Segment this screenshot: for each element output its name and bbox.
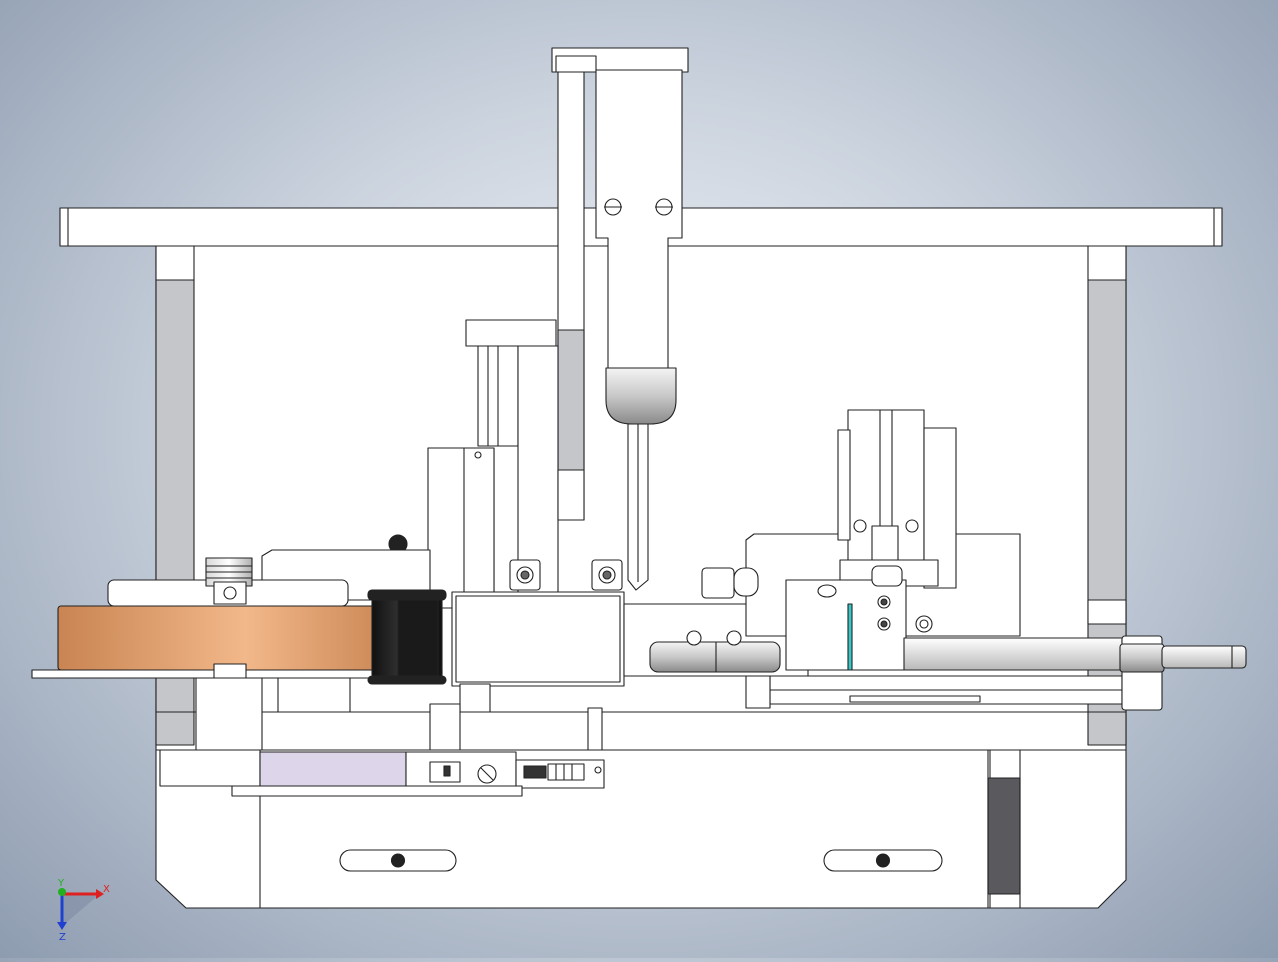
air-cylinder-barrel[interactable] bbox=[903, 637, 1123, 671]
terminal-connector bbox=[523, 765, 547, 779]
terminal-pins bbox=[547, 763, 585, 781]
vertical-slide-shadow bbox=[557, 329, 585, 471]
cylinder-clamp[interactable] bbox=[605, 367, 677, 425]
support-post-3 bbox=[459, 683, 491, 713]
roller-core bbox=[397, 599, 439, 677]
roller-flange-bottom bbox=[367, 675, 447, 685]
cylinder-nut-hex bbox=[1119, 643, 1165, 673]
pulley-hole-left bbox=[686, 630, 702, 646]
triad-shadow bbox=[62, 894, 100, 926]
aux-vertical-guide bbox=[517, 345, 559, 597]
slide-frame-left bbox=[557, 469, 585, 521]
top-cap-inner bbox=[555, 55, 597, 73]
hex-bolt-left bbox=[509, 559, 541, 591]
left-column bbox=[155, 245, 195, 281]
adjust-screw bbox=[477, 764, 497, 784]
z-axis-label: Z bbox=[59, 932, 66, 943]
y-axis-label: Y bbox=[57, 878, 65, 889]
terminal-dot bbox=[594, 766, 602, 774]
roller-flange-top bbox=[367, 589, 447, 601]
left-mount-rail bbox=[463, 447, 495, 609]
guide-rail-slot bbox=[849, 695, 981, 703]
support-post-5 bbox=[587, 707, 603, 751]
rail-end-block bbox=[745, 675, 771, 709]
lavender-sensor-block[interactable] bbox=[259, 751, 407, 787]
support-post-2 bbox=[277, 677, 351, 713]
connector-pin bbox=[443, 765, 451, 777]
feed-block-inner bbox=[455, 595, 621, 683]
right-column-gap bbox=[1087, 599, 1127, 625]
cyl-screw-right bbox=[905, 519, 919, 533]
pulley-hole-right bbox=[726, 630, 742, 646]
support-post-4 bbox=[429, 703, 461, 751]
right-dark-slot bbox=[987, 777, 1021, 895]
x-axis-label: X bbox=[103, 884, 110, 895]
left-slot-bolt bbox=[390, 853, 406, 868]
clamp-cyan-strip bbox=[847, 603, 853, 671]
cyl-foot bbox=[871, 525, 899, 561]
clamp-top-notch bbox=[871, 565, 903, 587]
x-axis-head bbox=[96, 889, 104, 899]
clamp-bolts bbox=[817, 584, 933, 633]
right-column-shadow bbox=[1087, 279, 1127, 746]
support-post bbox=[195, 677, 263, 751]
guide-pulley[interactable] bbox=[649, 641, 781, 673]
right-slot-bolt bbox=[875, 853, 891, 868]
lower-rail-bar bbox=[231, 785, 523, 797]
z-axis-head bbox=[57, 922, 67, 930]
rail-screw bbox=[474, 451, 482, 459]
small-round-block bbox=[733, 567, 759, 597]
cyl-screw-left bbox=[853, 519, 867, 533]
aux-block-top[interactable] bbox=[465, 319, 557, 347]
small-block bbox=[701, 567, 735, 599]
right-column bbox=[1087, 245, 1127, 281]
coordinate-triad: X Y Z bbox=[57, 878, 110, 943]
copper-tape-roll[interactable] bbox=[57, 605, 399, 671]
piston-rod[interactable] bbox=[1161, 645, 1247, 669]
reel-hub-bolt bbox=[223, 586, 237, 600]
cyl-side-tab bbox=[837, 429, 851, 541]
lower-strip-left bbox=[159, 749, 261, 787]
reel-lower-hub bbox=[213, 663, 247, 679]
y-axis-dot bbox=[58, 888, 66, 896]
hex-bolt-right bbox=[591, 559, 623, 591]
